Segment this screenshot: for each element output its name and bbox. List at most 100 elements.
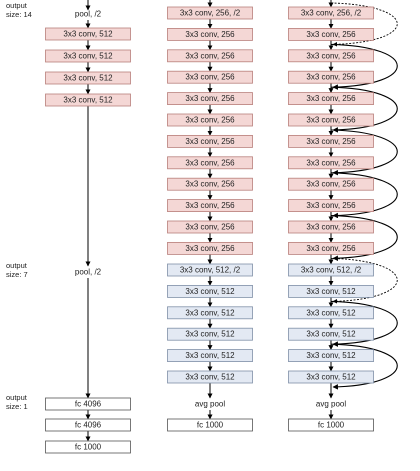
conv-box-label: 3x3 conv, 256 (306, 223, 356, 232)
conv-box (167, 156, 253, 170)
conv-box (167, 349, 253, 363)
conv-box (167, 370, 253, 384)
conv-box-label: 3x3 conv, 256 (185, 116, 235, 125)
conv-box-label: 3x3 conv, 512 (306, 330, 356, 339)
conv-box (167, 113, 253, 127)
conv-box-label: 3x3 conv, 256, /2 (180, 9, 241, 18)
conv-box (167, 177, 253, 191)
output-size-label: output (6, 1, 28, 10)
conv-box (288, 134, 374, 148)
conv-box (288, 349, 374, 363)
conv-box-label: 3x3 conv, 512 (185, 330, 235, 339)
fc-box-label: fc 1000 (318, 421, 345, 430)
conv-box-label: 3x3 conv, 256 (185, 51, 235, 60)
conv-box-label: 3x3 conv, 512 (306, 351, 356, 360)
conv-box-label: 3x3 conv, 256 (306, 201, 356, 210)
conv-box-label: 3x3 conv, 256 (185, 137, 235, 146)
conv-box-label: 3x3 conv, 512, /2 (180, 266, 241, 275)
conv-box-label: 3x3 conv, 512 (185, 351, 235, 360)
conv-box (45, 49, 131, 63)
conv-box-label: 3x3 conv, 512 (63, 52, 113, 61)
conv-box (167, 306, 253, 320)
conv-box-label: 3x3 conv, 256 (306, 244, 356, 253)
conv-box (288, 306, 374, 320)
conv-box (288, 263, 374, 277)
identity-shortcut-arrow (330, 215, 398, 262)
conv-box (288, 6, 374, 20)
conv-box-label: 3x3 conv, 256 (185, 180, 235, 189)
identity-shortcut-arrow (330, 43, 398, 90)
avg-pool-label: avg pool (316, 400, 346, 409)
conv-box (167, 49, 253, 63)
output-size-label: size: 14 (6, 10, 32, 19)
fc-box-label: fc 1000 (75, 443, 102, 452)
conv-box (288, 370, 374, 384)
fc-box (45, 418, 131, 432)
projection-shortcut-arrow (330, 257, 398, 304)
conv-box-label: 3x3 conv, 256 (185, 201, 235, 210)
conv-box (167, 92, 253, 105)
conv-box (288, 70, 374, 84)
conv-box-label: 3x3 conv, 512, /2 (301, 266, 362, 275)
conv-box (288, 241, 374, 255)
conv-box (167, 220, 253, 234)
conv-box (167, 263, 253, 277)
conv-box-label: 3x3 conv, 512 (306, 308, 356, 317)
pool-label: pool, /2 (75, 10, 102, 19)
conv-box-label: 3x3 conv, 256 (185, 73, 235, 82)
output-size-label: output (6, 393, 28, 402)
pool-label: pool, /2 (75, 268, 102, 277)
identity-shortcut-arrow (330, 129, 398, 176)
conv-box (45, 71, 131, 85)
conv-box (167, 327, 253, 341)
conv-box-label: 3x3 conv, 512 (306, 373, 356, 382)
fc-box-label: fc 4096 (75, 400, 102, 409)
projection-shortcut-arrow (330, 2, 398, 47)
conv-box-label: 3x3 conv, 256 (306, 180, 356, 189)
identity-shortcut-arrow (330, 86, 398, 133)
conv-box-label: 3x3 conv, 256 (306, 158, 356, 167)
conv-box-label: 3x3 conv, 512 (63, 96, 113, 105)
conv-box-label: 3x3 conv, 256 (185, 158, 235, 167)
conv-box (167, 284, 253, 298)
conv-box-label: 3x3 conv, 512 (185, 373, 235, 382)
avg-pool-label: avg pool (195, 400, 225, 409)
conv-box (288, 92, 374, 105)
conv-box (288, 49, 374, 63)
fc-box (45, 397, 131, 411)
conv-box (288, 113, 374, 127)
fc-box (45, 440, 131, 454)
conv-box (288, 284, 374, 298)
conv-box-label: 3x3 conv, 256 (306, 137, 356, 146)
identity-shortcut-arrow (330, 343, 398, 390)
conv-box (167, 27, 253, 41)
conv-box-label: 3x3 conv, 256 (185, 244, 235, 253)
conv-box-label: 3x3 conv, 512 (63, 74, 113, 83)
conv-box-label: 3x3 conv, 256 (185, 30, 235, 39)
conv-box (167, 241, 253, 255)
conv-box-label: 3x3 conv, 512 (63, 30, 113, 39)
conv-box-label: 3x3 conv, 256 (306, 73, 356, 82)
output-size-label: size: 1 (6, 402, 28, 411)
conv-box-label: 3x3 conv, 256 (306, 30, 356, 39)
identity-shortcut-arrow (330, 172, 398, 219)
conv-box (167, 134, 253, 148)
output-size-label: size: 7 (6, 270, 28, 279)
conv-box (167, 6, 253, 20)
conv-box-label: 3x3 conv, 512 (306, 287, 356, 296)
conv-box (288, 327, 374, 341)
conv-box-label: 3x3 conv, 256 (306, 116, 356, 125)
conv-box-label: 3x3 conv, 256 (306, 94, 356, 103)
conv-box-label: 3x3 conv, 512 (185, 287, 235, 296)
conv-box (288, 27, 374, 41)
conv-box-label: 3x3 conv, 256 (185, 94, 235, 103)
conv-box (288, 156, 374, 170)
conv-box (288, 220, 374, 234)
fc-box-label: fc 4096 (75, 421, 102, 430)
conv-box (288, 199, 374, 213)
output-size-label: output (6, 261, 28, 270)
fc-box (167, 418, 253, 432)
fc-box-label: fc 1000 (197, 421, 224, 430)
identity-shortcut-arrow (330, 300, 398, 347)
